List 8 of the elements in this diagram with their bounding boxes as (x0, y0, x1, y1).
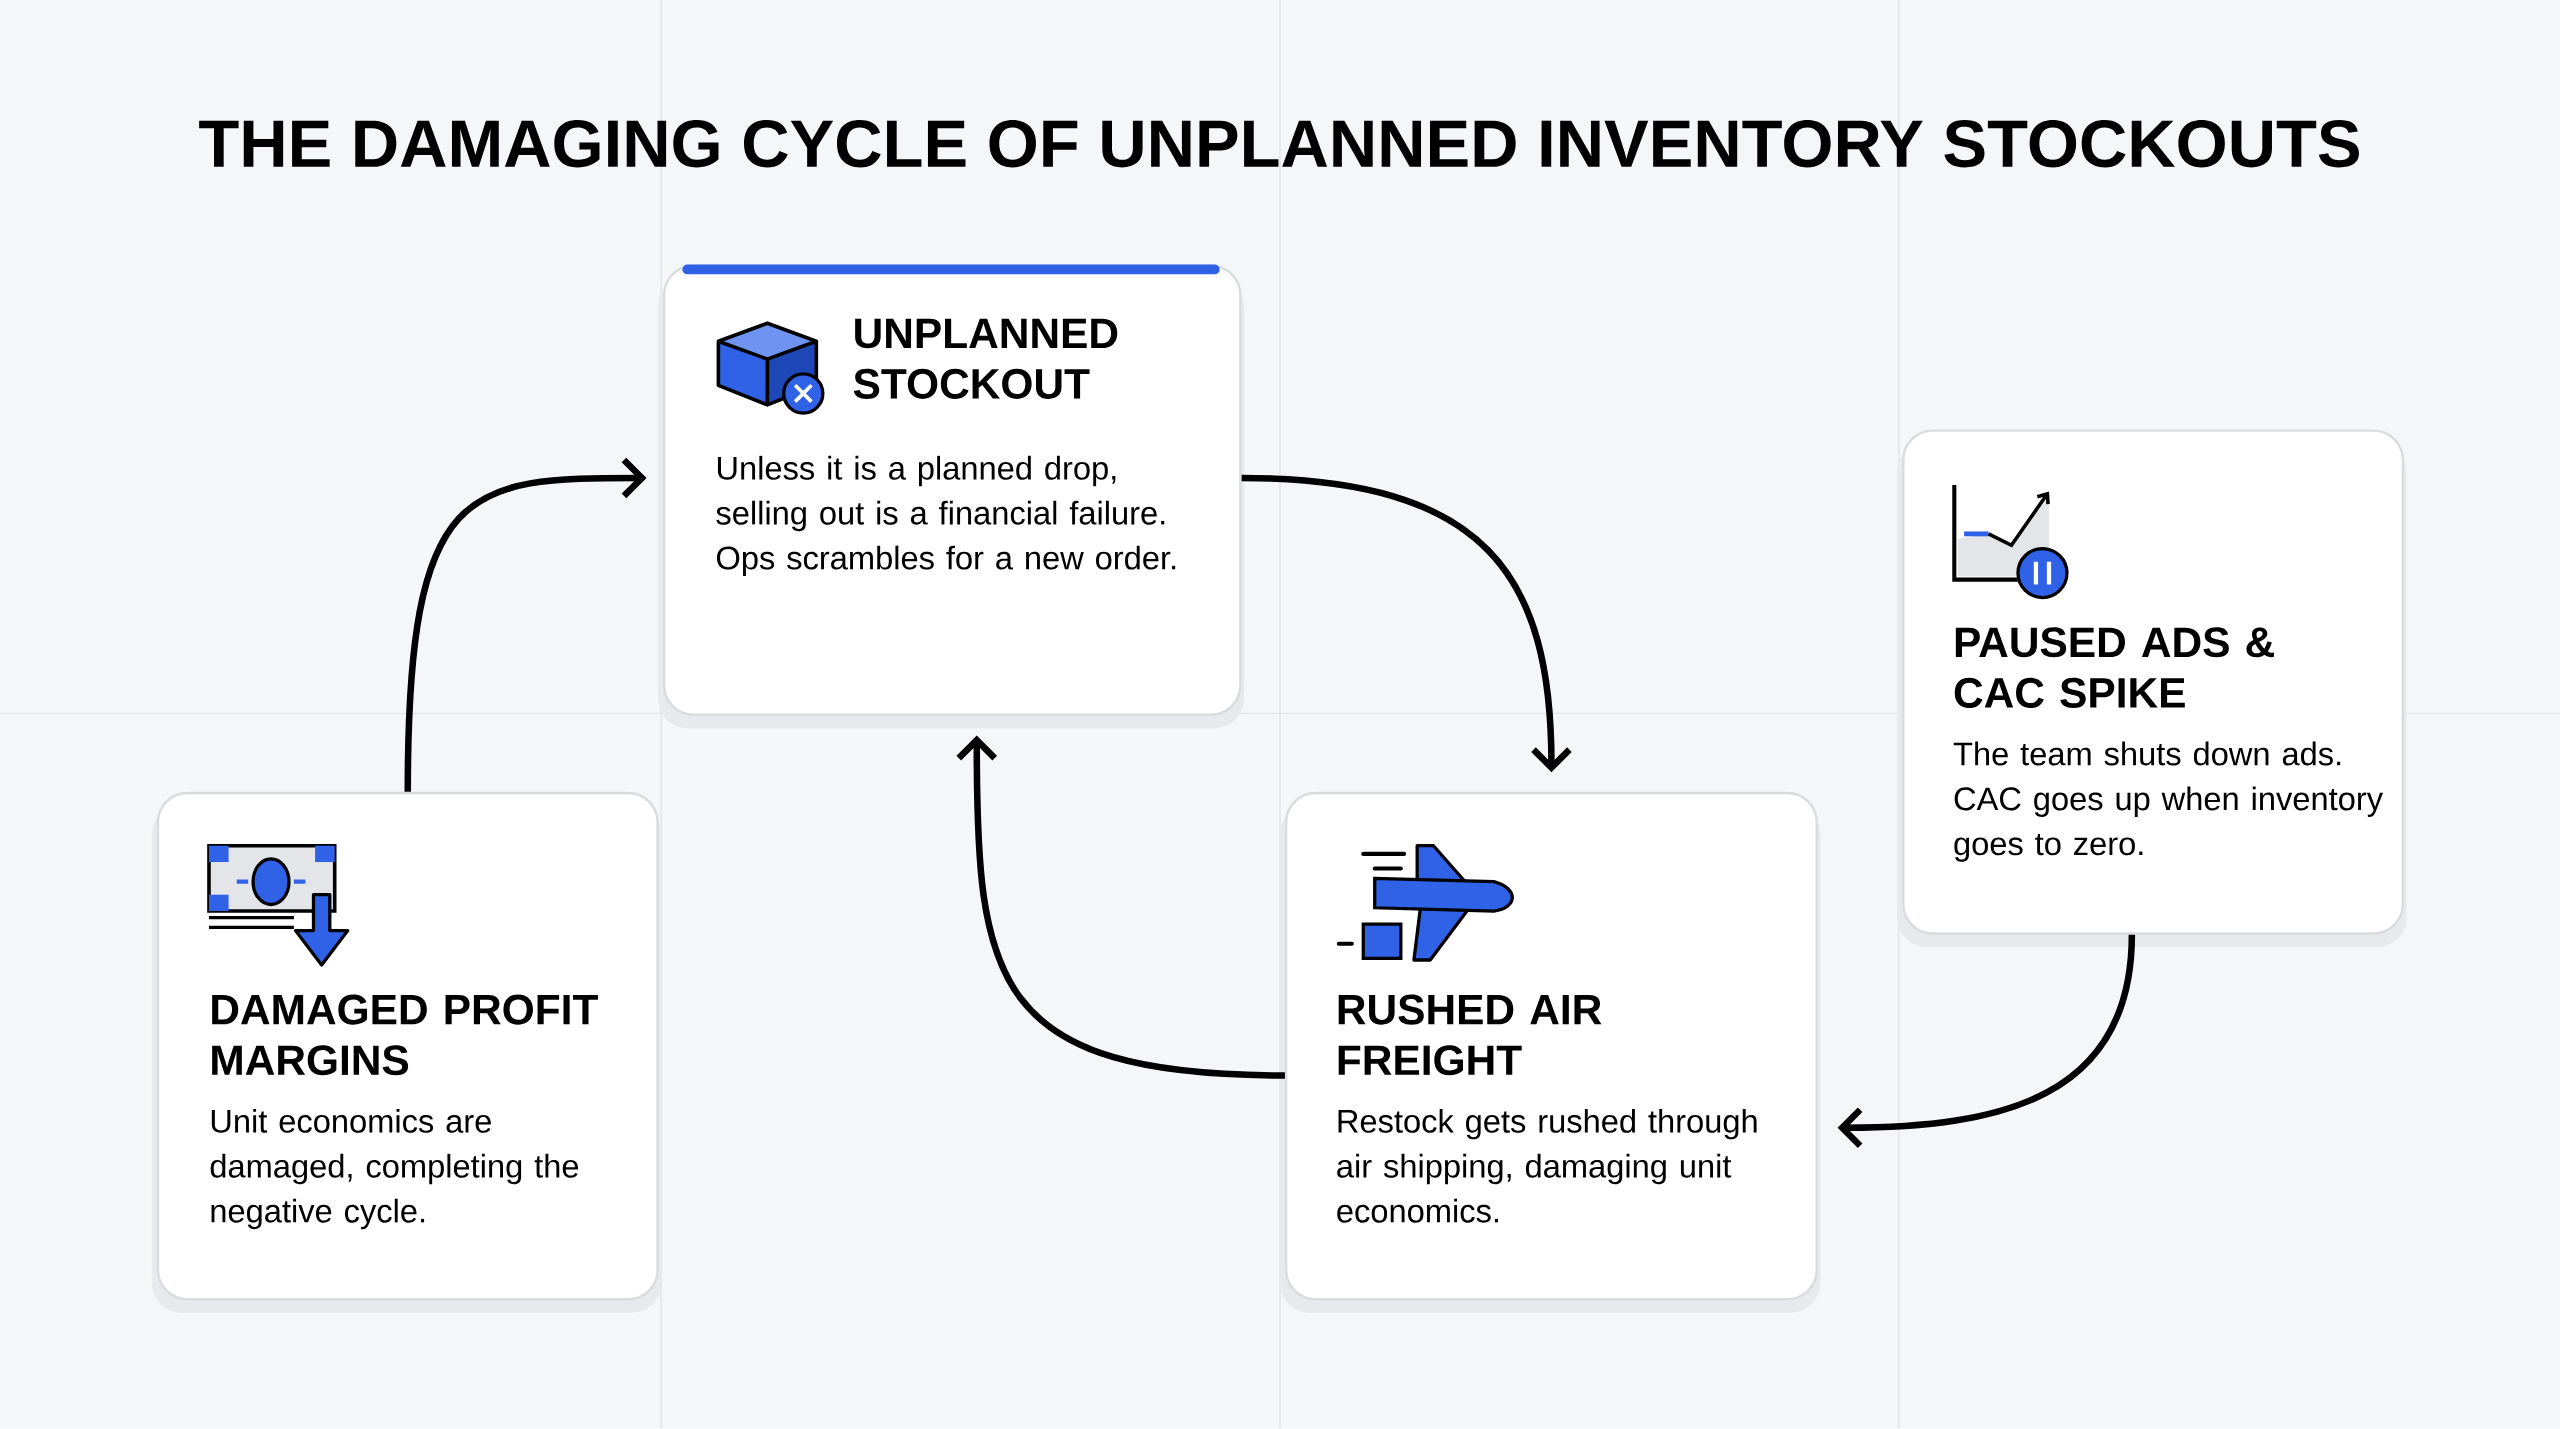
card: RUSHED AIR FREIGHT Restock gets rushed through air shipping, damaging unit economics. (1280, 792, 1821, 1313)
card: PAUSED ADS & CAC SPIKE The team shuts down ads. CAC goes up when inventory goes to zero. (1897, 429, 2407, 948)
card: UNPLANNED STOCKOUT Unless it is a planned drop, selling out is a financial failure. Ops scrambles for a new order. (657, 264, 1245, 729)
arrow (1837, 934, 2136, 1149)
title: THE DAMAGING CYCLE OF UNPLANNED INVENTORY STOCKOUTS (199, 120, 2359, 168)
card: DAMAGED PROFIT MARGINS Unit economics are damaged, completing the negative cycle. (151, 792, 662, 1313)
arrow (404, 457, 647, 793)
arrow (1241, 474, 1572, 773)
